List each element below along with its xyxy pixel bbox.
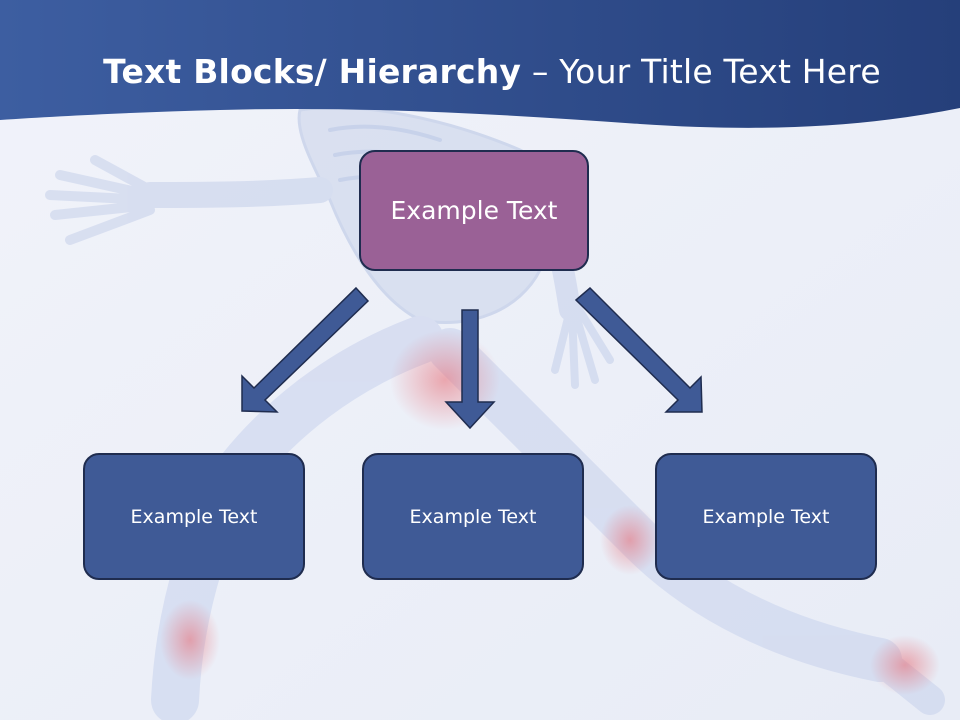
- slide-title-rest: – Your Title Text Here: [521, 52, 881, 91]
- child-node-label: Example Text: [130, 505, 258, 528]
- child-node-label: Example Text: [409, 505, 537, 528]
- child-node-label: Example Text: [702, 505, 830, 528]
- top-node-label: Example Text: [390, 196, 558, 225]
- child-node-center: Example Text: [362, 453, 584, 580]
- header-band: [0, 0, 960, 128]
- top-node: Example Text: [359, 150, 589, 271]
- slide-title: Text Blocks/ Hierarchy – Your Title Text…: [0, 52, 960, 91]
- child-node-left: Example Text: [83, 453, 305, 580]
- slide-title-bold: Text Blocks/ Hierarchy: [103, 52, 522, 91]
- child-node-right: Example Text: [655, 453, 877, 580]
